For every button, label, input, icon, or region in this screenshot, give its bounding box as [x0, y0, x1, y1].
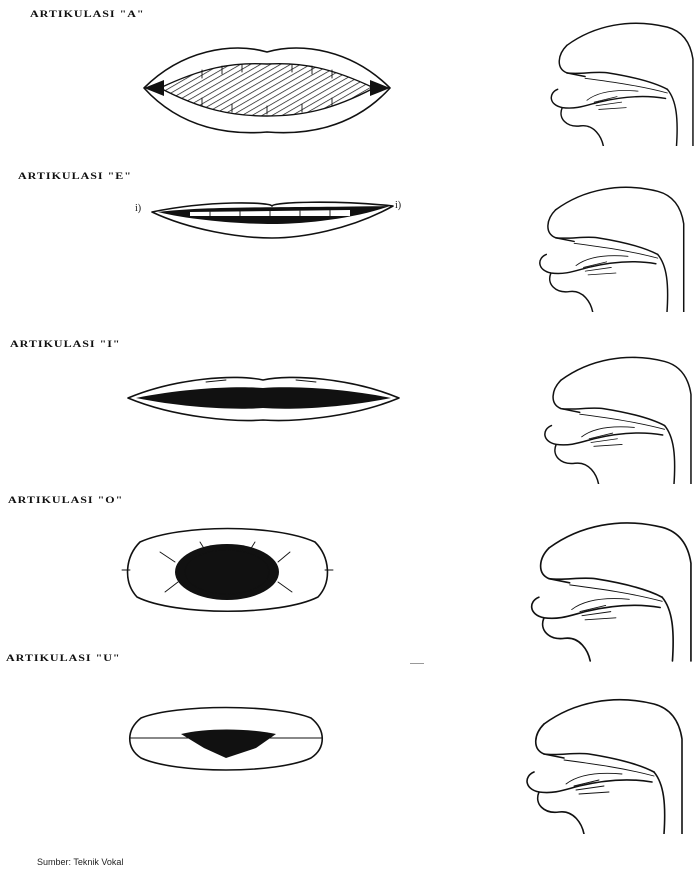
head-profile-i-illustration — [522, 352, 694, 484]
label-artikulasi-a: ARTIKULASI "A" — [30, 8, 145, 20]
mouth-o-front-illustration — [120, 522, 335, 617]
mouth-i-front-illustration — [126, 372, 401, 424]
mouth-e-front-illustration — [150, 200, 395, 240]
head-profile-e-illustration — [512, 182, 692, 312]
e-left-mark: i) — [135, 203, 141, 214]
mouth-u-front-illustration — [126, 700, 326, 775]
label-artikulasi-o: ARTIKULASI "O" — [8, 494, 123, 506]
source-caption: Sumber: Teknik Vokal — [37, 857, 123, 867]
label-artikulasi-i: ARTIKULASI "I" — [10, 338, 121, 350]
e-right-mark: i) — [395, 200, 401, 211]
head-profile-o-illustration — [508, 514, 693, 664]
label-artikulasi-u: ARTIKULASI "U" — [6, 652, 121, 664]
head-profile-a-illustration — [530, 18, 695, 146]
stray-dash — [410, 663, 424, 664]
head-profile-u-illustration — [498, 694, 690, 834]
label-artikulasi-e: ARTIKULASI "E" — [18, 170, 132, 182]
mouth-a-front-illustration — [142, 40, 392, 135]
